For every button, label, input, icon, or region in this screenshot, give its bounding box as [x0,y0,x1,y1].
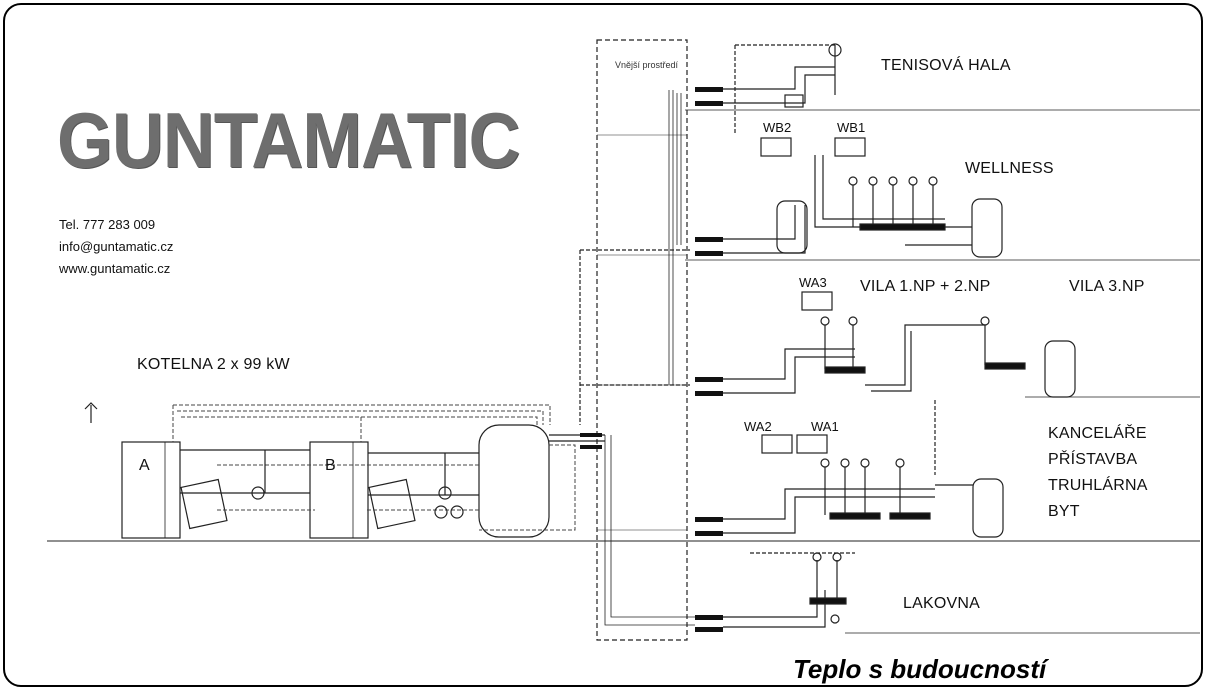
wellness-tank [776,200,808,254]
outdoor-shaft-label: Vnější prostředí [615,60,679,70]
zone-carpentry: TRUHLÁRNA [1048,477,1148,494]
accumulation-tank [478,424,550,538]
zone-apartment: BYT [1048,503,1080,520]
controller-wb2-label: WB2 [763,120,792,135]
boiler-b-label: B [325,457,336,474]
controller-wa2-box [761,434,793,454]
controller-wa3-label: WA3 [799,275,827,290]
controller-wb1-label: WB1 [837,120,866,135]
zone-tennis-hall: TENISOVÁ HALA [881,57,1011,74]
boiler-a-feeder [180,478,228,530]
zone-villa-1-2: VILA 1.NP + 2.NP [860,278,991,295]
website-text: www.guntamatic.cz [59,261,171,276]
boiler-room-title: KOTELNA 2 x 99 kW [137,356,290,373]
boiler-a [121,441,181,539]
outdoor-shaft [596,39,688,641]
phone-text: Tel. 777 283 009 [59,217,156,232]
controller-wa1-box [796,434,828,454]
zone-wellness: WELLNESS [965,160,1054,177]
zone-paint-shop: LAKOVNA [903,595,980,612]
heating-scheme [47,39,1200,641]
controller-wa1-label: WA1 [811,419,839,434]
office-hot-water-tank [972,478,1004,538]
controller-wb1-box [834,137,866,157]
zone-extension: PŘÍSTAVBA [1048,451,1138,468]
villa-hot-water-tank [1044,340,1076,398]
boiler-b [309,441,369,539]
zone-offices: KANCELÁŘE [1048,425,1147,442]
zone-villa-3: VILA 3.NP [1069,278,1145,295]
pump-b [438,486,452,500]
email-text: info@guntamatic.cz [59,239,174,254]
controller-wa2-label: WA2 [744,419,772,434]
slogan-text: Teplo s budoucností [793,654,1047,684]
controller-wa3-box [801,291,833,311]
guntamatic-logo: GUNTAMATIC [57,96,520,184]
boiler-a-label: A [139,457,150,474]
diagram-frame: GUNTAMATIC Tel. 777 283 009 info@guntama… [3,3,1203,687]
wellness-hot-water-tank [971,198,1003,258]
boiler-b-feeder [368,478,416,530]
pump-a [251,486,265,500]
controller-wb2-box [760,137,792,157]
